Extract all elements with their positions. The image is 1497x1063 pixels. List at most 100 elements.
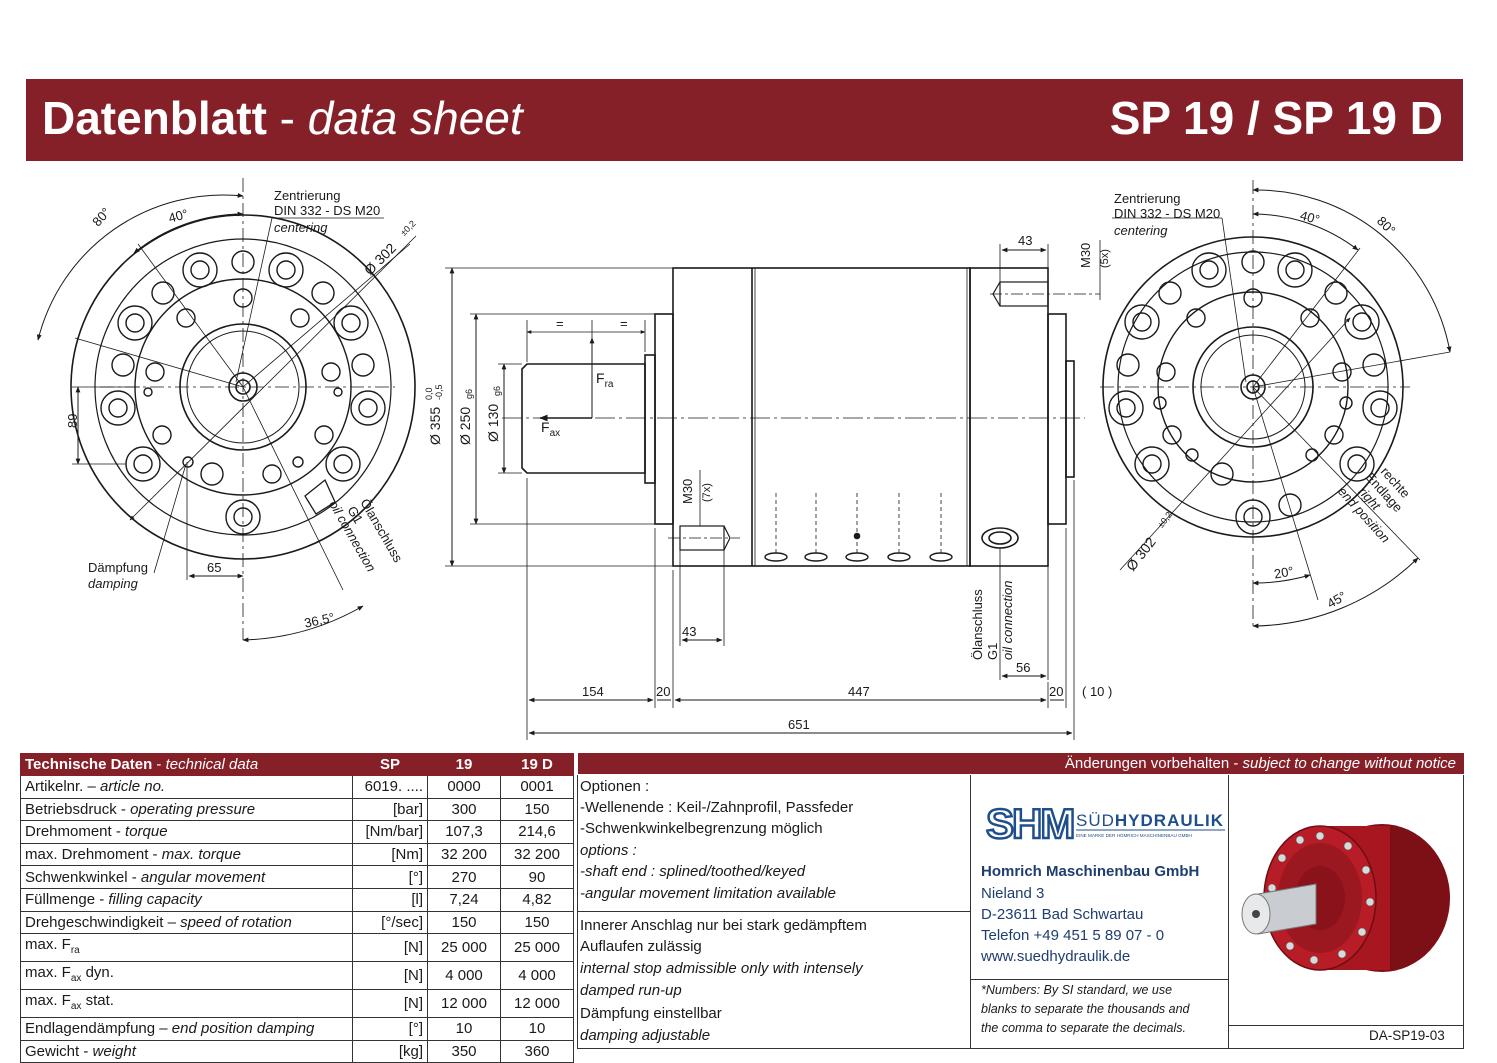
product-photo [1241, 824, 1450, 972]
company-divider [971, 979, 1229, 980]
page-title: Datenblatt - data sheet [42, 92, 523, 144]
options-divider [577, 911, 971, 912]
company-name: Homrich Maschinenbau GmbH [981, 863, 1200, 880]
svg-text:M30: M30 [680, 479, 695, 504]
table-row: Endlagendämpfung – end position damping[… [20, 1017, 574, 1041]
svg-text:40°: 40° [1299, 208, 1322, 228]
options-line: damped run-up [580, 982, 682, 999]
svg-text:20: 20 [656, 684, 670, 699]
model-title: SP 19 / SP 19 D [1109, 92, 1443, 144]
svg-text:Ø 250: Ø 250 [457, 407, 473, 445]
change-notice: Änderungen vorbehalten - subject to chan… [578, 753, 1464, 774]
right-front-view [1100, 180, 1452, 630]
svg-text:Dämpfung: Dämpfung [88, 560, 148, 575]
options-line: Optionen : [580, 778, 650, 795]
svg-text:Zentrierung: Zentrierung [1114, 191, 1180, 206]
svg-text:20: 20 [1049, 684, 1063, 699]
svg-text:-0,5: -0,5 [434, 384, 444, 400]
company-city: D-23611 Bad Schwartau [981, 906, 1144, 923]
svg-text:154: 154 [582, 684, 604, 699]
svg-text:g6: g6 [492, 386, 502, 396]
numbers-note: *Numbers: By SI standard, we use [981, 983, 1173, 997]
svg-text:G1: G1 [985, 643, 1000, 660]
svg-text:=: = [556, 316, 564, 331]
product-photo-box [1229, 775, 1464, 1049]
table-row: Betriebsdruck - operating pressure[bar]3… [20, 797, 574, 822]
svg-text:DIN 332 - DS M20: DIN 332 - DS M20 [1114, 206, 1220, 221]
document-id: DA-SP19-03 [1369, 1028, 1445, 1043]
numbers-note: the comma to separate the decimals. [981, 1021, 1186, 1035]
company-logo: SHM SÜDHYDRAULIK EINE MARKE DER HOMRICH … [985, 800, 1225, 848]
technical-drawing: Zentrierung DIN 332 - DS M20 centering 8… [36, 178, 1452, 740]
svg-text:DIN 332 - DS M20: DIN 332 - DS M20 [274, 203, 380, 218]
table-header-label: Technische Daten - technical data [20, 753, 353, 776]
svg-text:36,5°: 36,5° [303, 610, 336, 631]
svg-text:Ölanschluss: Ölanschluss [970, 589, 985, 660]
options-line: Dämpfung einstellbar [580, 1005, 722, 1022]
svg-text:20°: 20° [1273, 563, 1295, 581]
svg-text:centering: centering [1114, 223, 1168, 238]
svg-text:Ø 302: Ø 302 [1123, 534, 1159, 574]
table-row: Drehgeschwindigkeit – speed of rotation[… [20, 910, 574, 935]
options-box [577, 775, 971, 1049]
svg-text:Fra: Fra [596, 370, 614, 390]
table-header-sp: SP [352, 753, 428, 776]
svg-text:45°: 45° [1324, 588, 1349, 611]
svg-text:65: 65 [207, 560, 221, 575]
numbers-note: blanks to separate the thousands and [981, 1002, 1190, 1016]
side-view-labels: Ø 355 0,0 -0,5 Ø 250 g6 Ø 130 g6 = = Fra… [424, 233, 1112, 732]
svg-text:oil connection: oil connection [1000, 581, 1015, 661]
title-banner: Datenblatt - data sheet SP 19 / SP 19 D [26, 79, 1463, 161]
company-street: Nieland 3 [981, 885, 1045, 902]
side-view [445, 240, 1101, 740]
svg-text:80°: 80° [1374, 213, 1399, 238]
svg-text:40°: 40° [167, 206, 190, 226]
svg-text:g6: g6 [464, 389, 474, 399]
table-header-19: 19 [427, 753, 501, 776]
svg-text:SHM: SHM [986, 800, 1073, 847]
svg-text:0,0: 0,0 [424, 387, 434, 400]
svg-text:(5x): (5x) [1099, 249, 1111, 268]
svg-text:±0,2: ±0,2 [398, 218, 417, 237]
options-line: -Schwenkwinkelbegrenzung möglich [580, 820, 823, 837]
company-box [971, 775, 1229, 1049]
svg-text:EINE MARKE DER HOMRICH MASCHIN: EINE MARKE DER HOMRICH MASCHINENBAU GMBH [1076, 833, 1192, 838]
right-view-labels: Zentrierung DIN 332 - DS M20 centering 4… [1114, 191, 1413, 611]
svg-text:651: 651 [788, 717, 810, 732]
table-header-row: Technische Daten - technical data SP 19 … [20, 753, 574, 776]
svg-text:56: 56 [1016, 660, 1030, 675]
options-line: damping adjustable [580, 1027, 711, 1044]
svg-text:Ø 130: Ø 130 [485, 404, 501, 442]
company-website[interactable]: www.suedhydraulik.de [981, 948, 1131, 965]
svg-text:SÜDHYDRAULIK: SÜDHYDRAULIK [1076, 811, 1224, 830]
svg-text:89: 89 [65, 414, 80, 428]
svg-text:80°: 80° [89, 205, 113, 230]
technical-data-table: Technische Daten - technical data SP 19 … [20, 753, 574, 1063]
options-line: Innerer Anschlag nur bei stark gedämpfte… [580, 917, 867, 934]
options-line: -Wellenende : Keil-/Zahnprofil, Passfede… [580, 799, 854, 816]
svg-text:centering: centering [274, 220, 328, 235]
svg-text:(7x): (7x) [701, 483, 713, 502]
svg-text:43: 43 [1018, 233, 1032, 248]
svg-text:=: = [620, 316, 628, 331]
photo-divider [1229, 1025, 1464, 1026]
options-line: options : [580, 842, 637, 859]
left-front-view [36, 178, 417, 643]
svg-text:447: 447 [848, 684, 870, 699]
svg-text:43: 43 [682, 624, 696, 639]
svg-text:Zentrierung: Zentrierung [274, 188, 340, 203]
svg-text:damping: damping [88, 576, 139, 591]
svg-text:( 10 ): ( 10 ) [1082, 684, 1112, 699]
svg-text:Fax: Fax [541, 419, 560, 439]
options-line: -angular movement limitation available [580, 885, 836, 902]
svg-text:M30: M30 [1078, 243, 1093, 268]
options-line: internal stop admissible only with inten… [580, 960, 863, 977]
